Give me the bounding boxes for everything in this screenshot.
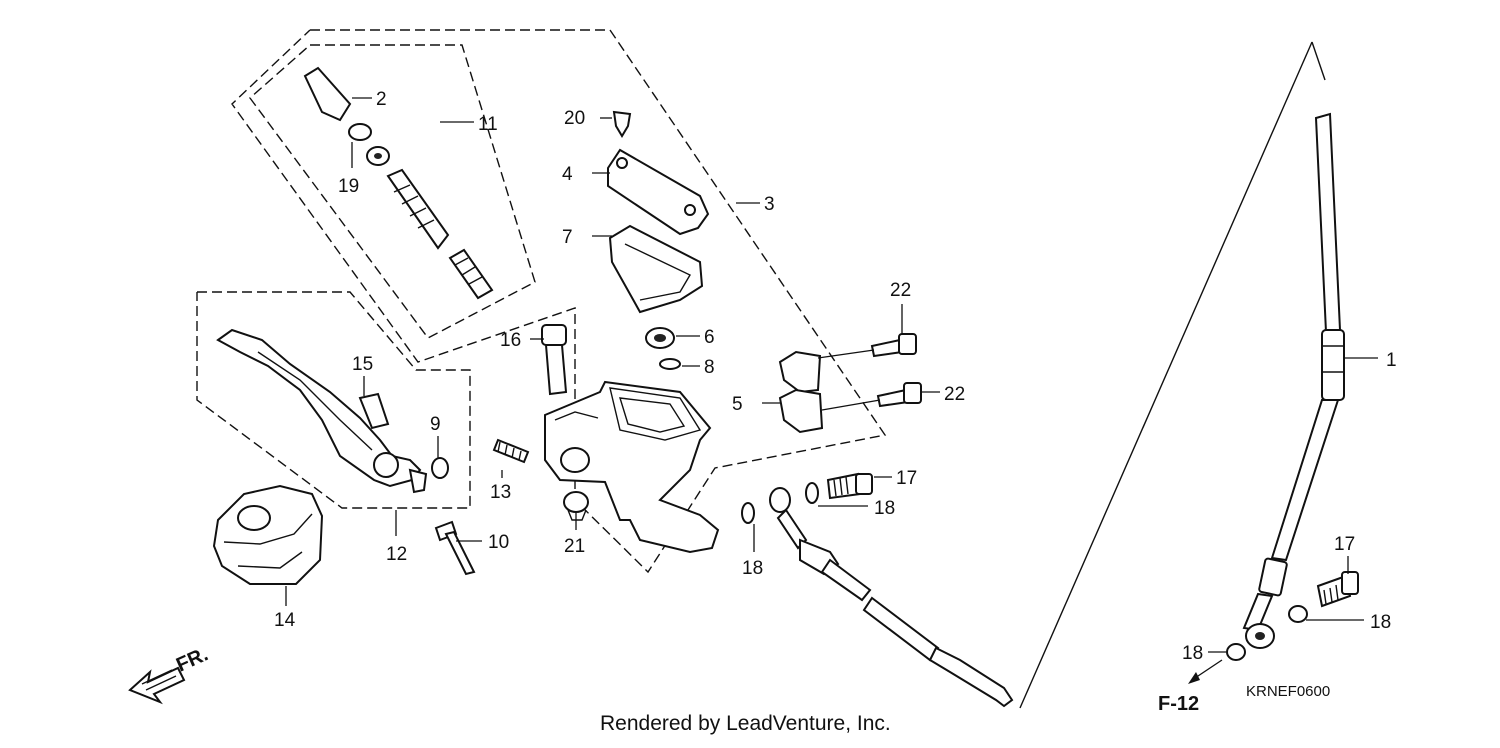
callout-12: 12 (386, 544, 407, 565)
group-outlines (196, 29, 1326, 709)
hose-assembly-outline-top (1311, 41, 1326, 81)
callout-6: 6 (704, 327, 715, 348)
front-direction-arrow-icon: FR. (128, 643, 211, 705)
part-19-circlip (348, 123, 372, 141)
part-4-reservoir-cap (607, 148, 710, 236)
callout-9: 9 (430, 414, 441, 435)
callout-labels: 1 2 3 4 5 6 7 8 9 10 11 12 13 14 15 16 1… (274, 89, 1397, 664)
part-16-pivot-bolt (541, 324, 568, 396)
piston-parts (303, 66, 494, 300)
lever-set-outline (196, 291, 471, 509)
callout-4: 4 (562, 164, 573, 185)
part-10-pivot-bolt (434, 520, 476, 576)
callout-18-lower: 18 (1182, 643, 1203, 664)
piston-set-outline (249, 44, 536, 339)
piston (386, 168, 450, 250)
part-9-nut (431, 457, 449, 479)
callout-13: 13 (490, 482, 511, 503)
callout-5: 5 (732, 394, 743, 415)
callout-20: 20 (564, 108, 585, 129)
part-22-bolts (870, 333, 922, 408)
callout-22-upper: 22 (890, 280, 911, 301)
part-7-diaphragm-plate (608, 224, 704, 314)
part-12-brake-lever (216, 328, 449, 494)
master-cylinder-assembly-outline (231, 29, 887, 574)
credit-text: Rendered by LeadVenture, Inc. (600, 712, 891, 735)
callout-17-upper: 17 (896, 468, 917, 489)
leader-lines (285, 97, 1378, 653)
spring (448, 248, 494, 300)
reference-arrow-icon (1188, 659, 1223, 684)
banjo-bolt-upper (741, 472, 873, 524)
part-8-clip (659, 358, 681, 370)
callout-18-upper: 18 (874, 498, 895, 519)
callout-8: 8 (704, 357, 715, 378)
callout-10: 10 (488, 532, 509, 553)
callout-2: 2 (376, 89, 387, 110)
callout-18-left: 18 (742, 558, 763, 579)
callout-22-lower: 22 (944, 384, 965, 405)
part-15-adjuster (358, 392, 390, 430)
callout-18-right: 18 (1370, 612, 1391, 633)
reservoir-cover-parts (607, 110, 710, 314)
callout-7: 7 (562, 227, 573, 248)
part-14-lever-cover (212, 484, 324, 585)
part-2-piston-cup (303, 66, 352, 122)
cap-parts (645, 327, 681, 370)
callout-11: 11 (478, 114, 498, 135)
callout-21: 21 (564, 536, 585, 557)
master-cylinder-body (544, 380, 720, 554)
brake-hose-right (1226, 112, 1359, 661)
callout-19: 19 (338, 176, 359, 197)
callout-3: 3 (764, 194, 775, 215)
part-20-screw (612, 110, 632, 138)
callout-16: 16 (500, 330, 521, 351)
brake-hose-lower (769, 487, 1014, 708)
front-label: FR. (173, 643, 211, 676)
callout-15: 15 (352, 354, 373, 375)
hose-assembly-outline (1019, 41, 1313, 709)
reference-label: F-12 (1158, 693, 1199, 715)
callout-14: 14 (274, 610, 296, 631)
callout-1: 1 (1386, 350, 1397, 371)
diagram-code: KRNEF0600 (1246, 683, 1330, 700)
part-5-holder-clamp (778, 350, 824, 434)
callout-17-lower: 17 (1334, 534, 1355, 555)
part-13-spring (492, 438, 530, 464)
